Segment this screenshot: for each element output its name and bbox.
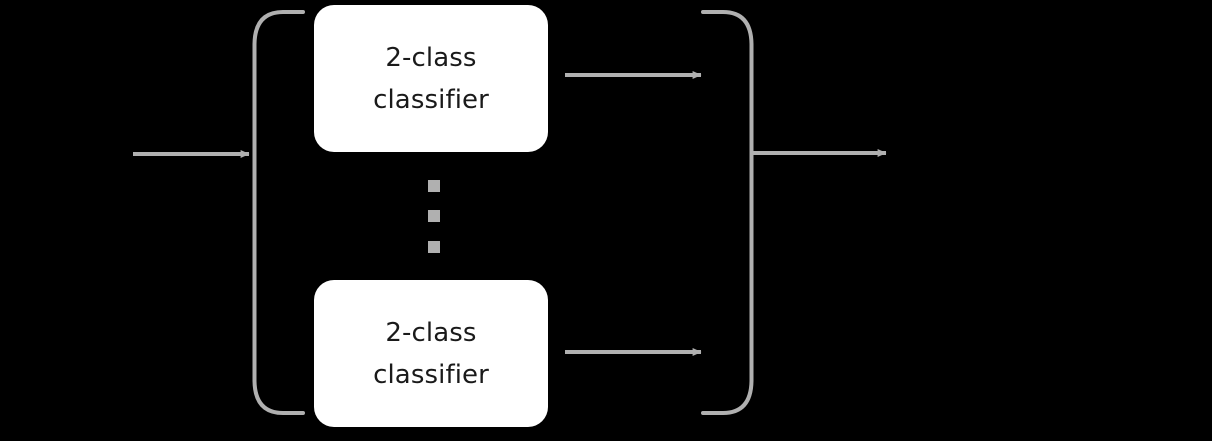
classifier-box-top[interactable]: 2-class classifier xyxy=(314,5,548,152)
classifier-box-top-label: 2-class classifier xyxy=(373,42,489,115)
right-bracket xyxy=(701,10,754,415)
ellipsis-dot-3 xyxy=(428,241,440,253)
classifier-box-bottom[interactable]: 2-class classifier xyxy=(314,280,548,427)
classifier-box-bottom-label: 2-class classifier xyxy=(373,317,489,390)
ellipsis-dot-2 xyxy=(428,210,440,222)
left-bracket xyxy=(252,10,305,415)
vertical-ellipsis-icon xyxy=(428,180,440,253)
ellipsis-dot-1 xyxy=(428,180,440,192)
